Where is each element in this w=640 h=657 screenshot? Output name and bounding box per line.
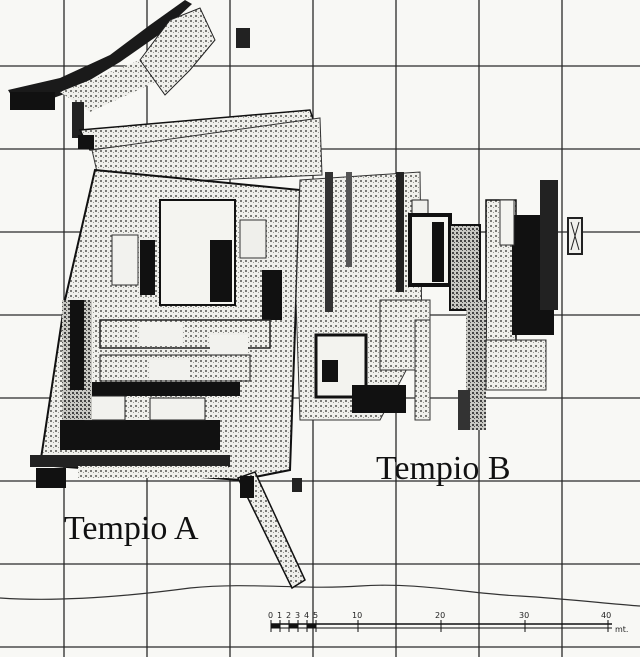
terrain-contour-line [0, 584, 640, 607]
scale-tick-2: 2 [286, 611, 291, 620]
tempio-b-label: Tempio B [376, 450, 511, 487]
scale-tick-4: 4 [304, 611, 309, 620]
scale-tick-40: 40 [601, 611, 611, 620]
tempio-b-structure [314, 180, 558, 430]
tempio-a-label: Tempio A [64, 510, 199, 547]
scale-tick-1: 1 [277, 611, 282, 620]
scale-tick-10: 10 [352, 611, 362, 620]
scale-tick-20: 20 [435, 611, 445, 620]
scale-tick-5: 5 [313, 611, 318, 620]
scale-tick-0: 0 [268, 611, 273, 620]
east-outlier-structure [567, 217, 583, 255]
scale-tick-3: 3 [295, 611, 300, 620]
scale-tick-30: 30 [519, 611, 529, 620]
northwest-walls [8, 0, 317, 151]
scale-bar: 0 1 2 3 4 5 10 20 30 40 mt. [268, 611, 628, 634]
tempio-a-ramp [236, 471, 306, 590]
scale-unit: mt. [615, 625, 628, 634]
tempio-a-structure [30, 168, 302, 488]
